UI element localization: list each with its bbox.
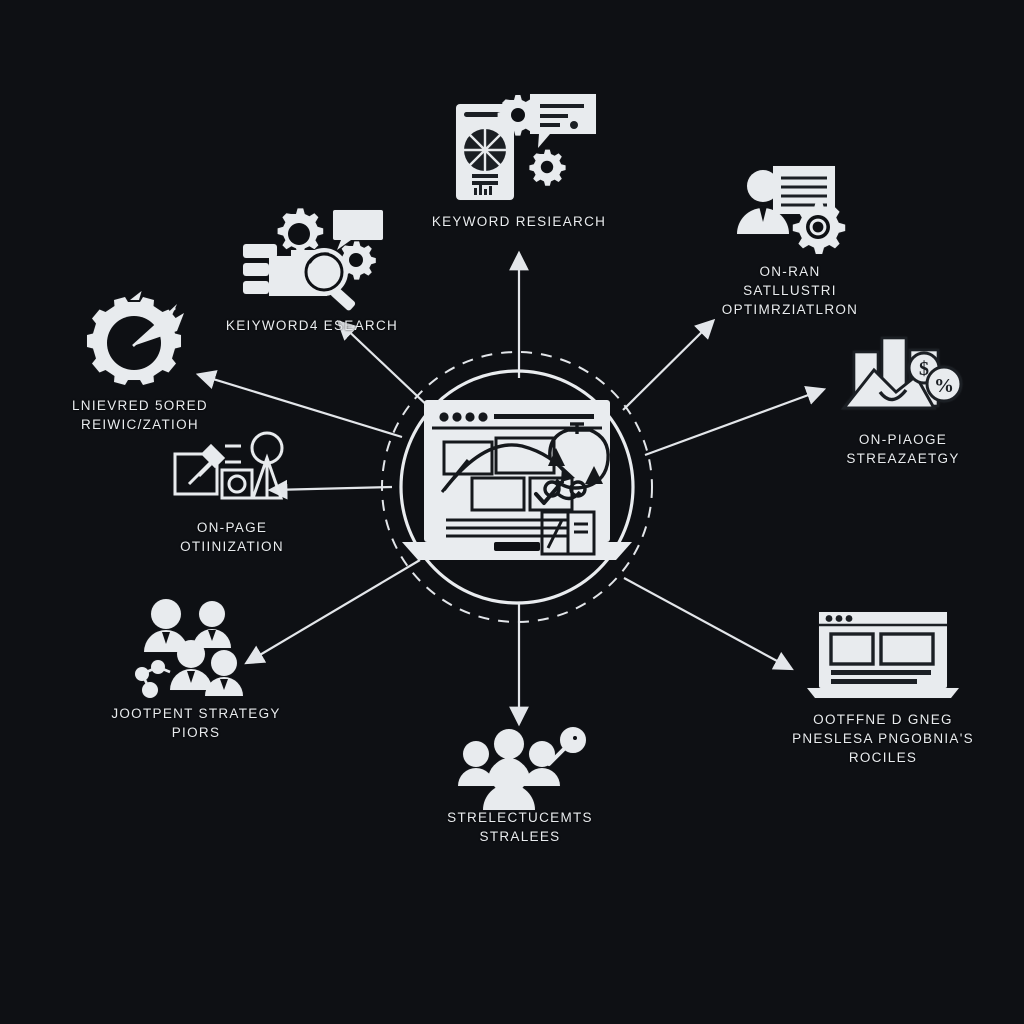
- node-offpage-lower-right[interactable]: OOTFFNE D GNEG PNESLESA PNGOBNIA'S ROCIL…: [778, 606, 988, 767]
- node-structured-bottom[interactable]: STRELECTUCEMTS STRALEES: [424, 727, 616, 846]
- team-people-network-icon: [135, 599, 243, 698]
- speech-bubble-icon: [530, 94, 596, 148]
- laptop-browser-dashboard-icon: [381, 351, 653, 623]
- edge-right: [644, 386, 827, 457]
- node-label: ON-PAGE OTIINIZATION: [180, 520, 284, 554]
- node-on-page-strategy-right[interactable]: $ % ON-PIAOGE STREAZAETGY: [810, 336, 996, 468]
- node-keyword-research-top[interactable]: KEYWORD RESIEARCH: [424, 82, 614, 231]
- svg-text:%: %: [934, 375, 954, 397]
- node-on-page-optimization-left[interactable]: ON-PAGE OTIINIZATION: [144, 431, 320, 556]
- node-label: LNIEVRED 5ORED REIWIC/ZATIOH: [72, 398, 208, 432]
- node-label: ON-RAN SATLLUSTRI OPTIMRZIATLRON: [721, 264, 859, 317]
- node-label: ON-PIAOGE STREAZAETGY: [846, 432, 960, 466]
- tablet-pie-chart-gears-speech-bubble-icon: [456, 94, 596, 200]
- dashed-ring: [381, 351, 653, 623]
- node-label: KEIYWORD4 ESEARCH: [225, 318, 399, 333]
- browser-window-layout-icon: [807, 612, 959, 698]
- arrow-needle-icon: [131, 304, 184, 347]
- node-on-page-industry-upper-right[interactable]: ON-RAN SATLLUSTRI OPTIMRZIATLRON: [690, 162, 890, 319]
- bar-chart-mountain-dollar-percent-icon: $ %: [840, 336, 963, 410]
- gear-icon: [792, 201, 846, 254]
- gear-speedometer-arrow-icon: [86, 291, 184, 385]
- people-group-magnifier-icon: [458, 727, 586, 810]
- gear-icon: [277, 208, 324, 254]
- node-label: KEYWORD RESIEARCH: [431, 214, 607, 229]
- check-icon: [534, 480, 564, 505]
- solid-ring: [399, 369, 635, 605]
- node-label: OOTFFNE D GNEG PNESLESA PNGOBNIA'S ROCIL…: [792, 712, 974, 765]
- person-document-gear-icon: [737, 166, 846, 254]
- magnifier-gear-bars-speech-bubble-icon: [243, 208, 383, 311]
- node-gear-speed-left[interactable]: LNIEVRED 5ORED REIWIC/ZATIOH: [40, 291, 240, 434]
- gear-icon-2: [529, 149, 566, 186]
- node-content-strategy-lower-left[interactable]: JOOTPENT STRATEGY PIORS: [96, 596, 296, 742]
- node-label: STRELECTUCEMTS STRALEES: [447, 810, 593, 844]
- gear-icon: [497, 95, 539, 136]
- svg-text:$: $: [919, 358, 929, 380]
- magnifier-icon: [300, 248, 356, 311]
- magnifier-icon: [547, 727, 586, 766]
- cycle-diagram: [543, 422, 610, 501]
- speech-bubble-icon: [333, 210, 383, 250]
- node-label: JOOTPENT STRATEGY PIORS: [111, 706, 281, 740]
- central-hub[interactable]: [372, 342, 662, 632]
- pencil-edit-compass-tower-icon: [173, 431, 284, 500]
- laptop: [402, 400, 632, 560]
- node-keyword-research-upper-left[interactable]: KEIYWORD4 ESEARCH: [212, 208, 412, 335]
